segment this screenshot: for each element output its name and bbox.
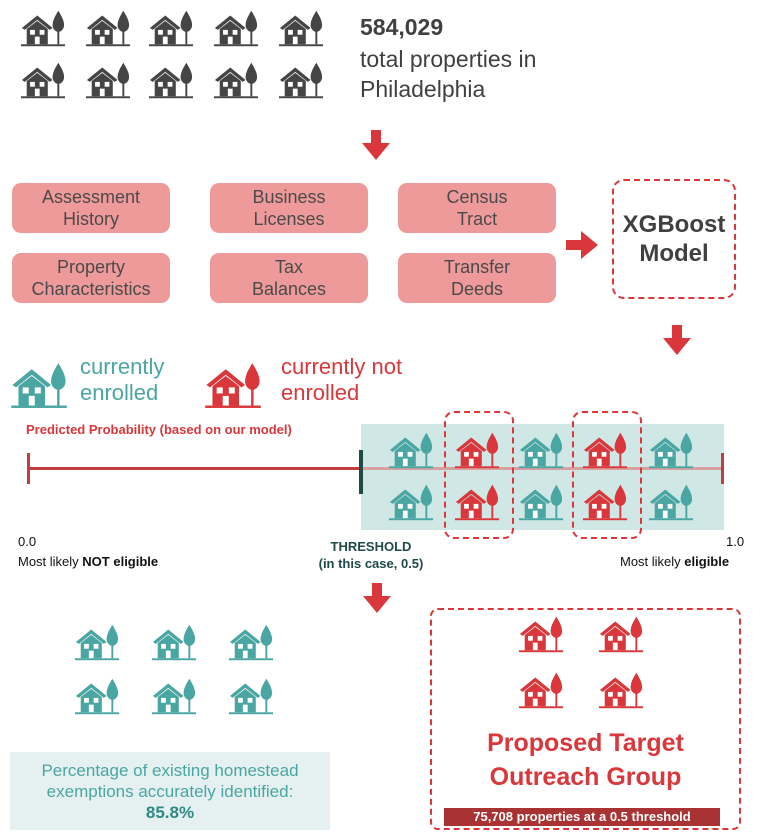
accuracy-percentage: 85.8% [145, 803, 195, 822]
axis-max-caption: Most likely eligible [620, 554, 729, 569]
axis-min-caption: Most likely NOT eligible [18, 554, 158, 569]
house-with-tree-icon [151, 622, 197, 662]
feature-tax-balances: Tax Balances [210, 253, 368, 303]
axis-max-tick [721, 453, 724, 484]
house-with-tree-icon [648, 430, 694, 470]
probability-axis-title: Predicted Probability (based on our mode… [26, 422, 292, 437]
house-with-tree-icon [204, 360, 262, 410]
axis-min-value: 0.0 [18, 534, 37, 549]
legend-not-enrolled-line1: currently not [281, 354, 403, 379]
house-with-tree-icon [10, 360, 68, 410]
probability-axis-line-upper [362, 467, 724, 470]
target-outreach-box [430, 608, 741, 830]
threshold-marker [359, 450, 363, 494]
house-with-tree-icon [454, 430, 500, 470]
house-with-tree-icon [278, 8, 324, 48]
accuracy-summary-box: Percentage of existing homestead exempti… [10, 752, 330, 830]
arrow-down-icon [363, 583, 391, 613]
house-with-tree-icon [518, 670, 564, 710]
legend-not-enrolled-line2: enrolled [281, 380, 360, 405]
not-enrolled-column-highlight [572, 411, 642, 539]
house-with-tree-icon [388, 482, 434, 522]
threshold-label: THRESHOLD (in this case, 0.5) [300, 538, 442, 572]
axis-min-caption-prefix: Most likely [18, 554, 83, 569]
target-outreach-title: Proposed Target Outreach Group [487, 729, 684, 791]
feature-census-tract: Census Tract [398, 183, 556, 233]
house-with-tree-icon [582, 482, 628, 522]
probability-axis-line [28, 467, 362, 470]
house-with-tree-icon [518, 614, 564, 654]
feature-assessment-history: Assessment History [12, 183, 170, 233]
house-with-tree-icon [648, 482, 694, 522]
legend-not-enrolled-label: currently not enrolled [281, 354, 402, 406]
total-properties-label: total properties in Philadelphia [360, 46, 537, 102]
house-with-tree-icon [518, 482, 564, 522]
house-with-tree-icon [85, 8, 131, 48]
house-with-tree-icon [74, 676, 120, 716]
house-with-tree-icon [148, 8, 194, 48]
arrow-down-icon [663, 325, 691, 355]
house-with-tree-icon [151, 676, 197, 716]
target-outreach-count: 75,708 properties at a 0.5 threshold [444, 808, 720, 826]
house-with-tree-icon [228, 622, 274, 662]
axis-max-value: 1.0 [726, 534, 745, 549]
threshold-note: (in this case, 0.5) [318, 556, 424, 571]
threshold-title: THRESHOLD [330, 539, 412, 554]
house-with-tree-icon [74, 622, 120, 662]
axis-min-tick [27, 453, 30, 484]
house-with-tree-icon [85, 60, 131, 100]
house-with-tree-icon [388, 430, 434, 470]
house-with-tree-icon [598, 670, 644, 710]
house-with-tree-icon [598, 614, 644, 654]
house-with-tree-icon [213, 60, 259, 100]
legend-enrolled-line1: currently [80, 354, 165, 379]
house-with-tree-icon [148, 60, 194, 100]
feature-property-characteristics: Property Characteristics [12, 253, 170, 303]
arrow-right-icon [566, 231, 598, 259]
arrow-down-icon [362, 130, 390, 160]
house-with-tree-icon [228, 676, 274, 716]
house-with-tree-icon [582, 430, 628, 470]
house-with-tree-icon [20, 60, 66, 100]
house-with-tree-icon [454, 482, 500, 522]
total-properties-count: 584,029 [360, 14, 444, 40]
accuracy-caption-line2: exemptions accurately identified: [46, 782, 294, 801]
house-with-tree-icon [518, 430, 564, 470]
house-with-tree-icon [213, 8, 259, 48]
axis-max-caption-prefix: Most likely [620, 554, 685, 569]
not-enrolled-column-highlight [444, 411, 514, 539]
accuracy-caption-line1: Percentage of existing homestead [41, 761, 299, 780]
xgboost-model-box: XGBoost Model [612, 179, 736, 299]
legend-enrolled-line2: enrolled [80, 380, 159, 405]
axis-max-caption-bold: eligible [684, 554, 730, 569]
feature-business-licenses: Business Licenses [210, 183, 368, 233]
legend-enrolled-label: currently enrolled [80, 354, 164, 406]
house-with-tree-icon [278, 60, 324, 100]
house-with-tree-icon [20, 8, 66, 48]
feature-transfer-deeds: Transfer Deeds [398, 253, 556, 303]
axis-min-caption-bold: NOT eligible [82, 554, 159, 569]
